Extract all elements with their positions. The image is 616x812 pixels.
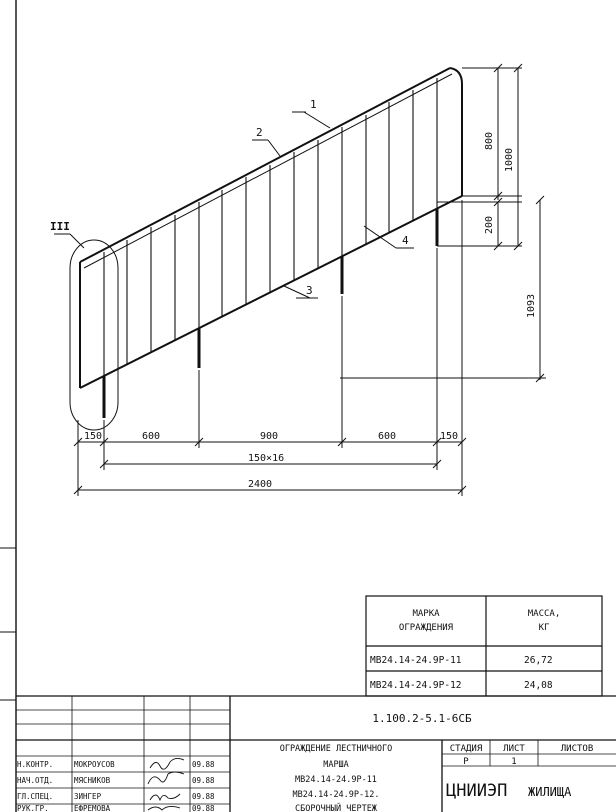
sig-date-2: 09.88 (192, 776, 215, 785)
sig-name-4: ЕФРЕМОВА (74, 804, 111, 812)
dim-1093: 1093 (526, 294, 537, 318)
callout-1: 1 (310, 98, 317, 111)
vertical-dimensions (340, 63, 546, 383)
sheets-header: ЛИСТОВ (561, 744, 594, 754)
dim-2400: 2400 (248, 479, 272, 490)
dim-900: 900 (260, 431, 278, 442)
title-line-3: МВ24.14-24.9Р-11 (295, 775, 377, 785)
dim-1000: 1000 (504, 148, 515, 172)
callout-labels: 1 2 3 4 III (50, 98, 409, 297)
sig-name-3: ЗИНГЕР (74, 792, 102, 801)
horizontal-dimensions (73, 200, 467, 496)
dim-150-left: 150 (84, 431, 102, 442)
sig-date-4: 09.88 (192, 804, 215, 812)
spec-row-1-mass: 26,72 (524, 655, 553, 666)
balusters (103, 78, 438, 376)
handrail-top-line (79, 67, 451, 263)
sig-role-3: ГЛ.СПЕЦ. (17, 792, 53, 801)
title-line-2: МАРША (323, 760, 349, 770)
spec-row-2-mass: 24,08 (524, 680, 553, 691)
org-name: ЦНИИЭП (446, 781, 507, 801)
dim-600-left: 600 (142, 431, 160, 442)
sig-date-1: 09.88 (192, 760, 215, 769)
callout-leaders (54, 111, 414, 299)
dim-150x16: 150×16 (248, 453, 284, 464)
railing-drawing (54, 63, 546, 496)
callout-III: III (50, 220, 70, 233)
dim-200: 200 (484, 216, 495, 234)
spec-table: МАРКА ОГРАЖДЕНИЯ МАССА, КГ МВ24.14-24.9Р… (365, 595, 603, 697)
sheet-value: 1 (511, 757, 516, 767)
sig-name-1: МОКРОУСОВ (74, 760, 115, 769)
spec-header-mark-2: ОГРАЖДЕНИЯ (399, 623, 453, 633)
spec-header-mass-1: МАССА, (528, 609, 561, 619)
doc-code: 1.100.2-5.1-6СБ (372, 712, 472, 725)
detail-III-outline (69, 239, 119, 431)
callout-3: 3 (306, 284, 313, 297)
callout-2: 2 (256, 126, 263, 139)
dimension-labels: 150 600 900 600 150 150×16 2400 800 1000… (84, 132, 537, 490)
callout-4: 4 (402, 234, 409, 247)
sheet-frame (0, 0, 17, 812)
spec-header-mass-2: КГ (539, 623, 550, 633)
title-line-1: ОГРАЖДЕНИЕ ЛЕСТНИЧНОГО (280, 744, 393, 754)
title-line-5: СБОРОЧНЫЙ ЧЕРТЕЖ (295, 802, 378, 812)
dim-600-right: 600 (378, 431, 396, 442)
spec-row-2-mark: МВ24.14-24.9Р-12 (370, 680, 462, 691)
sheet-header: ЛИСТ (503, 744, 525, 754)
handwritten-signatures (147, 757, 185, 811)
sig-role-1: Н.КОНТР. (17, 760, 53, 769)
handrail-top-line-2 (83, 73, 453, 269)
handrail-end-right (449, 67, 463, 85)
stage-header: СТАДИЯ (450, 744, 483, 754)
title-block: 1.100.2-5.1-6СБ ОГРАЖДЕНИЕ ЛЕСТНИЧНОГО М… (16, 695, 616, 812)
dim-150-right: 150 (440, 431, 458, 442)
org-suffix: ЖИЛИЩА (528, 785, 572, 799)
sig-role-4: РУК.ГР. (17, 804, 49, 812)
dim-800: 800 (484, 132, 495, 150)
spec-row-1-mark: МВ24.14-24.9Р-11 (370, 655, 462, 666)
stage-value: Р (463, 757, 469, 767)
bottom-rail-line (79, 195, 463, 389)
anchor-posts (102, 208, 439, 418)
sig-name-2: МЯСНИКОВ (74, 776, 111, 785)
title-line-4: МВ24.14-24.9Р-12. (293, 790, 380, 800)
sig-role-2: НАЧ.ОТД. (17, 776, 53, 785)
spec-header-mark-1: МАРКА (412, 609, 440, 619)
sig-date-3: 09.88 (192, 792, 215, 801)
